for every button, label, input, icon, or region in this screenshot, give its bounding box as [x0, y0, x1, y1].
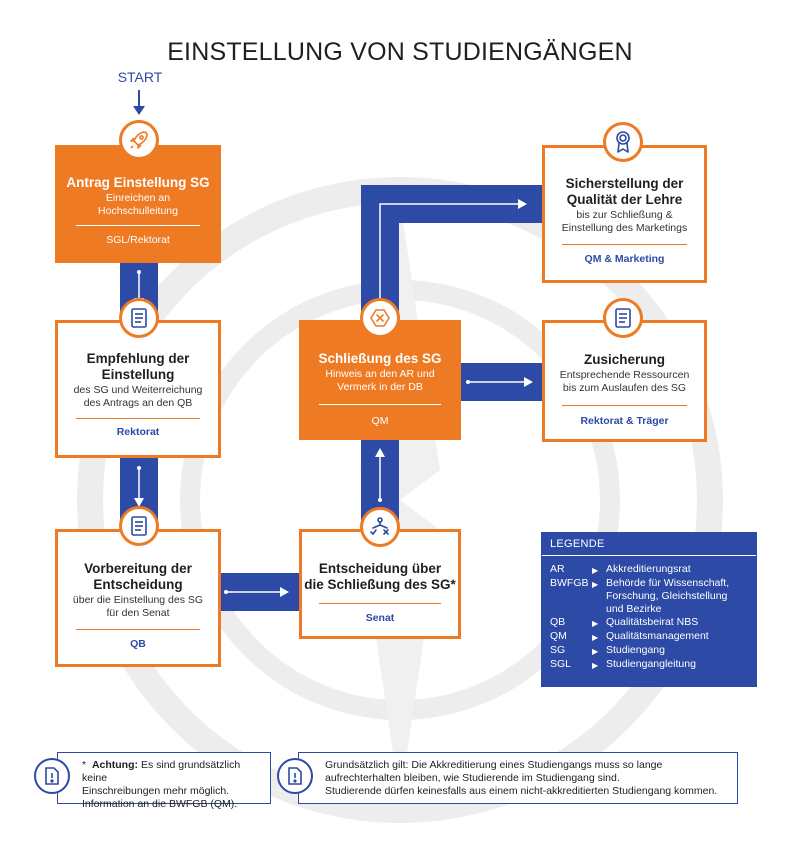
legend-row: AR▶ Akkreditierungsrat: [550, 563, 691, 575]
arrow-icon: ▶: [592, 661, 599, 670]
divider: [562, 244, 687, 245]
document-icon: [119, 506, 159, 546]
rocket-icon: [119, 120, 159, 160]
step-responsible: SGL/Rektorat: [106, 234, 170, 246]
legend-table: AR▶ Akkreditierungsrat BWFGB▶ Behörde fü…: [550, 563, 729, 672]
award-icon: [603, 122, 643, 162]
connector-arrows: [120, 90, 545, 611]
step-responsible: Rektorat: [116, 426, 160, 438]
legend: LEGENDE AR▶ Akkreditierungsrat BWFGB▶ Be…: [541, 532, 757, 687]
divider: [319, 603, 441, 604]
legend-title: LEGENDE: [542, 533, 756, 556]
divider: [75, 418, 201, 419]
arrow-icon: ▶: [592, 580, 599, 589]
decision-icon: [360, 507, 400, 547]
legend-row: SG▶ Studiengang: [550, 644, 665, 656]
close-hexagon-icon: [360, 298, 400, 338]
document-icon: [603, 298, 643, 338]
legend-row: QB▶ Qualitätsbeirat NBS: [550, 616, 699, 628]
arrow-icon: ▶: [592, 619, 599, 628]
divider: [562, 405, 687, 406]
legend-row: BWFGB▶ Behörde für Wissenschaft,Forschun…: [550, 577, 730, 615]
step-responsible: Senat: [365, 612, 395, 624]
document-icon: [119, 298, 159, 338]
note-grundsatz: Grundsätzlich gilt: Die Akkreditierung e…: [298, 752, 738, 804]
step-heading: Zusicherung: [583, 352, 665, 367]
step-responsible: QM: [371, 415, 389, 427]
page-title: EINSTELLUNG VON STUDIENGÄNGEN: [167, 38, 633, 66]
step-responsible: QB: [130, 638, 146, 650]
arrow-icon: ▶: [592, 633, 599, 642]
arrow-icon: ▶: [592, 647, 599, 656]
step-heading: Antrag Einstellung SG: [66, 175, 210, 190]
divider: [75, 629, 201, 630]
arrow-icon: ▶: [592, 566, 599, 575]
step-responsible: Rektorat & Träger: [580, 415, 669, 427]
step-description: bis zur Schließung &Einstellung des Mark…: [561, 209, 688, 234]
note-achtung: * Achtung: Es sind grundsätzlich keine E…: [57, 752, 271, 810]
step-responsible: QM & Marketing: [584, 253, 665, 265]
info-document-icon: [34, 758, 70, 794]
info-document-icon: [277, 758, 313, 794]
step-heading: Schließung des SG: [318, 351, 442, 366]
start-label: START: [117, 69, 163, 85]
note-text: * Achtung: Es sind grundsätzlich keine: [82, 759, 241, 784]
legend-row: SGL▶ Studiengangleitung: [550, 658, 696, 670]
legend-row: QM▶ Qualitätsmanagement: [550, 630, 709, 642]
divider: [319, 404, 441, 405]
watermark-compass: [77, 177, 723, 823]
divider: [75, 225, 201, 226]
